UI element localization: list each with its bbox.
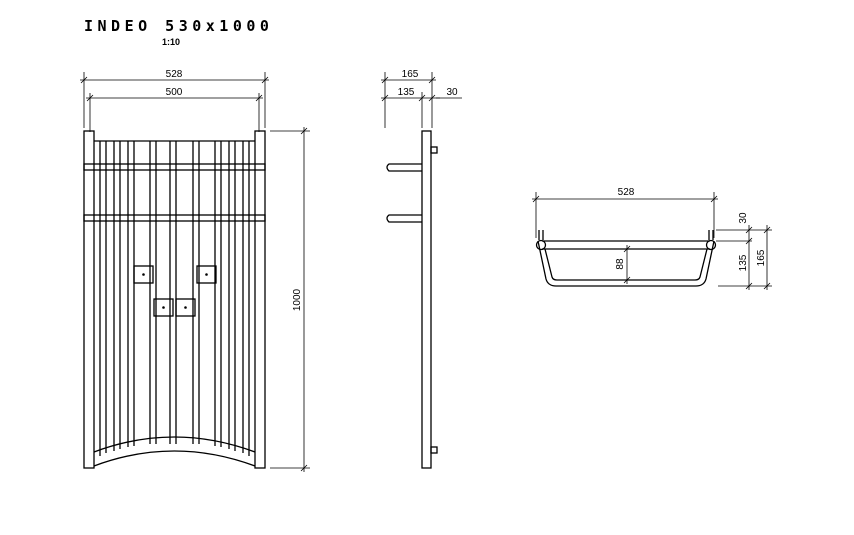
wall-brackets xyxy=(133,265,217,317)
left-post xyxy=(83,130,95,469)
dim-height-135: 135 xyxy=(738,254,749,271)
dim-offset-top: 30 xyxy=(738,212,749,224)
dim-height-165: 165 xyxy=(756,249,767,266)
dim-height: 1000 xyxy=(292,288,303,311)
dim-depth-shelf: 135 xyxy=(398,87,415,98)
dim-wall-gap: 30 xyxy=(446,87,458,98)
front-view: 528 500 xyxy=(80,69,310,472)
second-shelf-bar xyxy=(83,214,266,222)
section-view: 528 88 30 135 165 xyxy=(532,187,772,290)
dim-inner-depth: 88 xyxy=(615,258,626,270)
drawing-scale: 1:10 xyxy=(162,37,180,47)
side-view: 165 135 30 xyxy=(381,69,462,469)
dim-section-width: 528 xyxy=(618,187,635,198)
dim-depth-total: 165 xyxy=(402,69,419,80)
dim-inner-width: 500 xyxy=(166,87,183,98)
drawing-title: INDEO 530x1000 xyxy=(84,17,273,35)
top-shelf-bar xyxy=(83,163,266,171)
dim-outer-width: 528 xyxy=(166,69,183,80)
right-post xyxy=(254,130,266,469)
vertical-bars xyxy=(99,141,250,456)
